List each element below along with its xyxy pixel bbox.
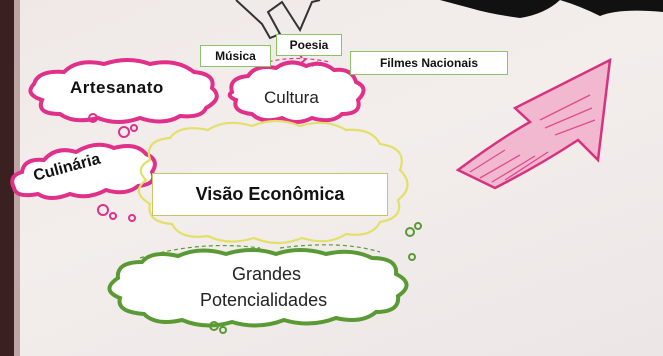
left-dark-edge xyxy=(0,0,14,356)
poesia-box: Poesia xyxy=(276,34,342,56)
cultura-label: Cultura xyxy=(264,88,319,107)
potencialidades-label: Potencialidades xyxy=(200,290,328,310)
pink-up-arrow xyxy=(455,57,612,190)
potencialidades-cloud-dashes xyxy=(139,244,381,259)
top-dark-shape-2 xyxy=(560,0,663,16)
green-connectors xyxy=(209,222,422,334)
filmes-nacionais-label: Filmes Nacionais xyxy=(379,56,479,70)
down-arrow-outline xyxy=(235,0,321,40)
potencialidades-cloud xyxy=(107,248,409,328)
visao-economica-box: Visão Econômica xyxy=(152,173,388,216)
cultura-cloud xyxy=(227,60,366,124)
artesanato-label: Artesanato xyxy=(70,78,164,97)
top-dark-shape-1 xyxy=(440,0,560,18)
filmes-nacionais-box: Filmes Nacionais xyxy=(350,51,508,75)
culinaria-cloud xyxy=(10,142,157,200)
grandes-label: Grandes xyxy=(232,264,302,284)
artesanato-cloud xyxy=(28,58,219,124)
magenta-connectors xyxy=(88,51,319,222)
musica-box: Música xyxy=(200,45,271,67)
cultura-cloud-dashes xyxy=(261,57,331,65)
visao-economica-label: Visão Econômica xyxy=(195,184,345,204)
musica-label: Música xyxy=(215,49,256,63)
poesia-label: Poesia xyxy=(289,38,329,52)
visao-economica-cloud xyxy=(137,119,409,245)
